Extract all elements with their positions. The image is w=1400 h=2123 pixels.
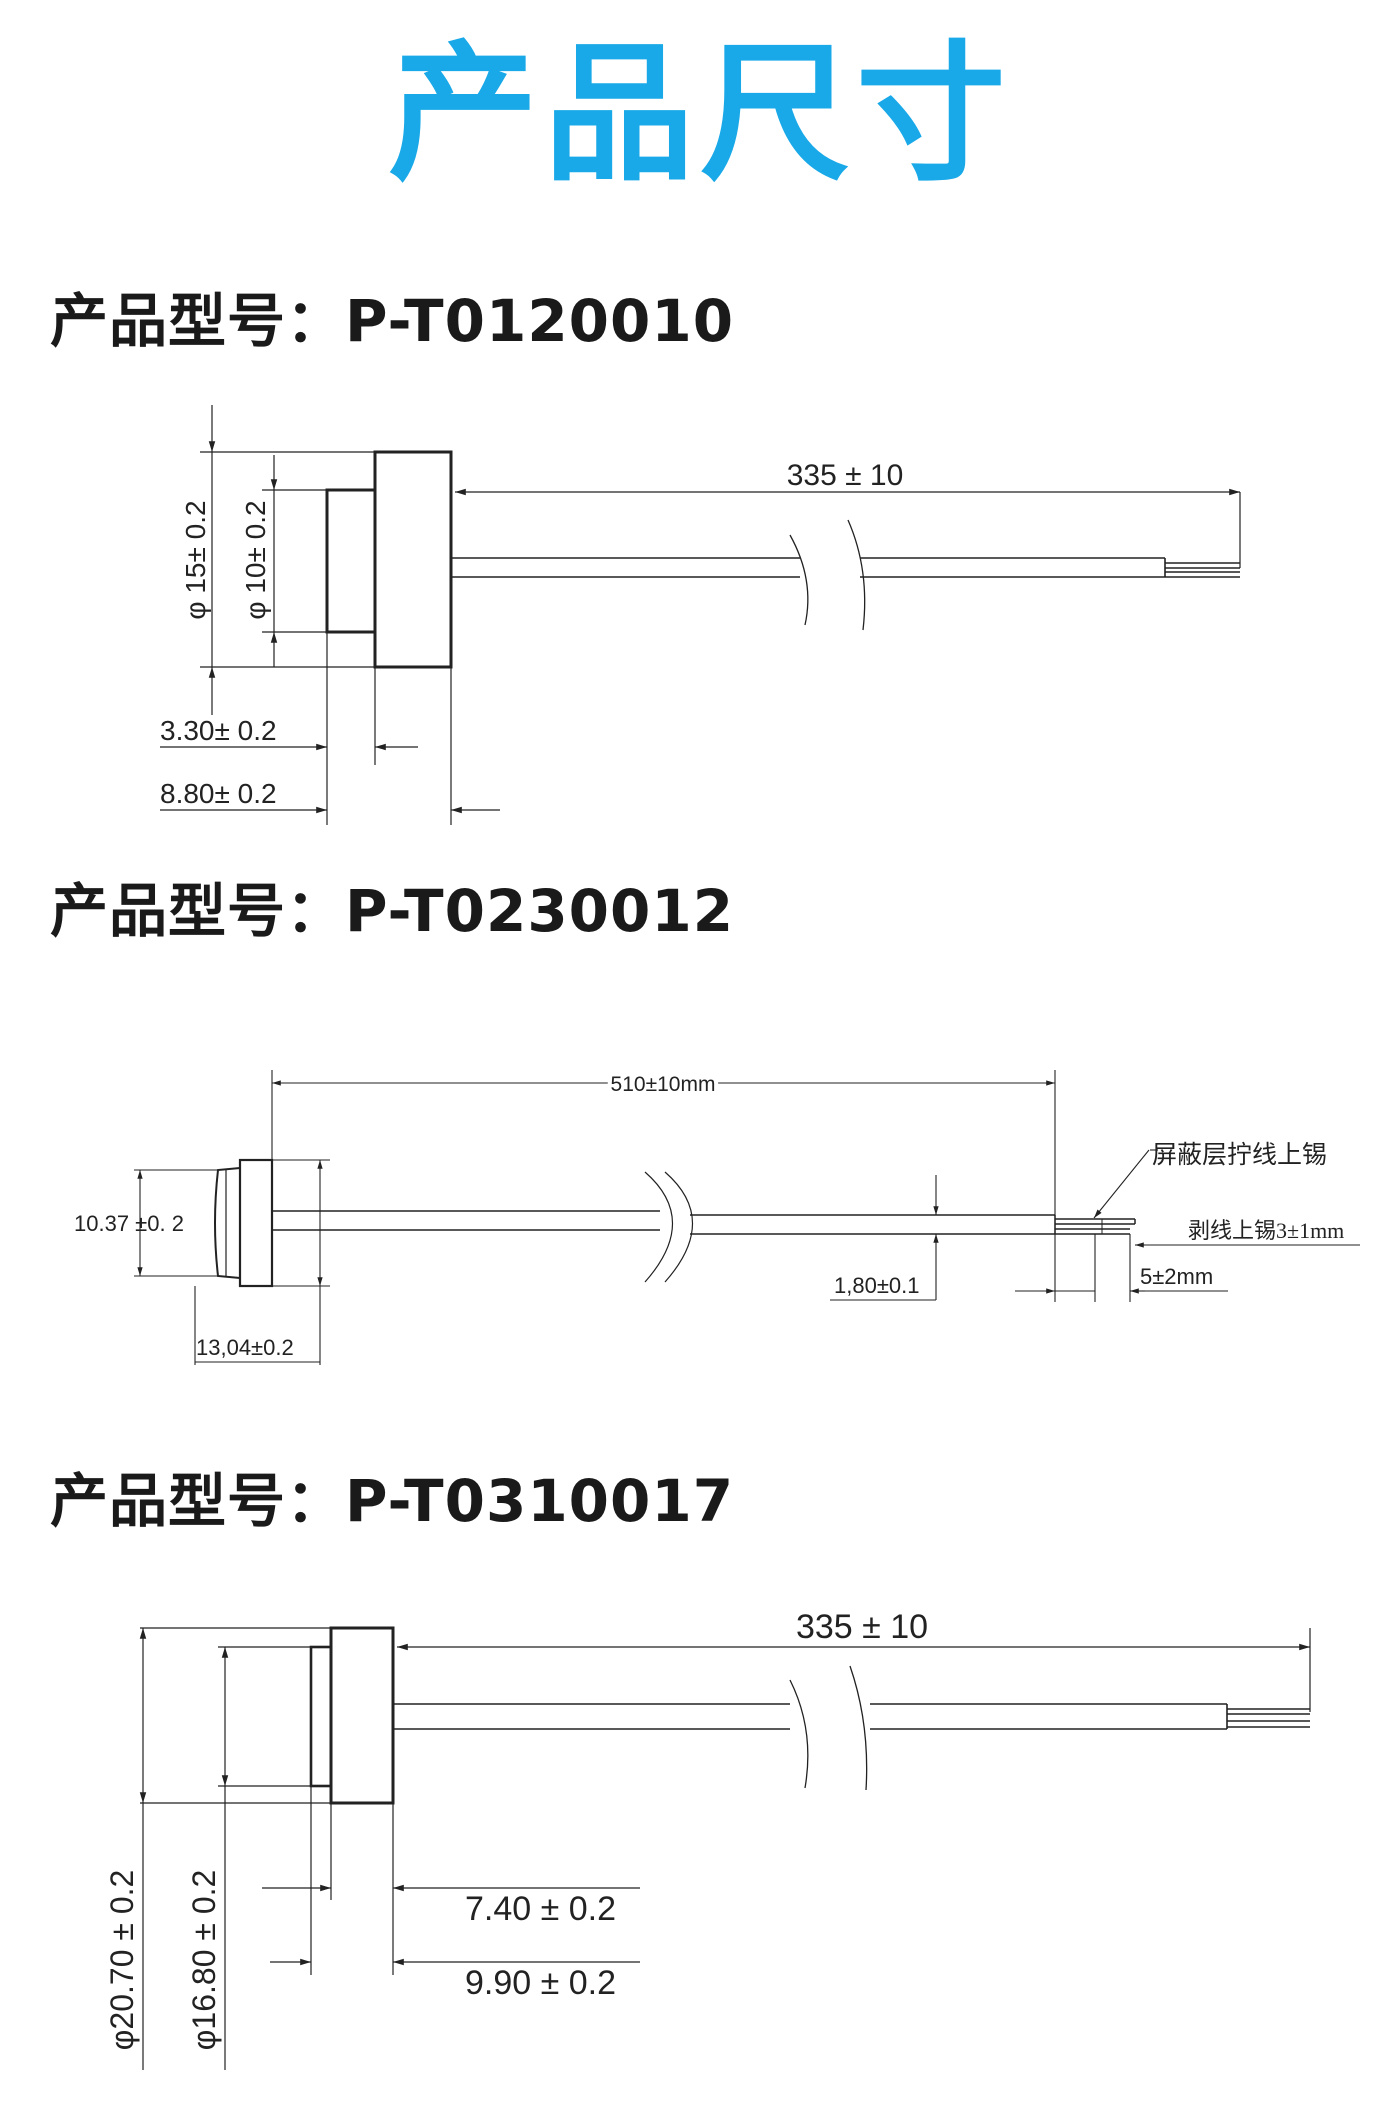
sensor-front: [325, 488, 377, 634]
dim-inner-diameter: φ 10± 0.2: [240, 500, 271, 619]
dim-total-depth: 9.90 ± 0.2: [465, 1964, 616, 2002]
page-title: 产品尺寸: [387, 28, 1012, 202]
sensor-body: [329, 1626, 395, 1805]
model-heading-3: 产品型号：P-T0310017: [50, 1467, 735, 1535]
sensor-body: [238, 1158, 274, 1288]
sensor-body: [373, 450, 453, 669]
sensor-front: [309, 1645, 333, 1788]
model-heading-2: 产品型号：P-T0230012: [50, 877, 735, 945]
dim-outer-diameter: φ 15± 0.2: [180, 500, 211, 619]
dim-inner-diameter: φ16.80 ± 0.2: [186, 1870, 222, 2051]
dim-cable-length: 335 ± 10: [796, 1608, 928, 1646]
dim-outer-diameter: φ20.70 ± 0.2: [104, 1870, 140, 2051]
dim-inner-diameter: 10.37 ±0. 2: [74, 1211, 184, 1236]
dim-cable-length: 510±10mm: [611, 1073, 716, 1096]
dim-strip-length: 5±2mm: [1140, 1264, 1213, 1289]
dim-cable-diameter: 1,80±0.1: [834, 1273, 919, 1298]
drawing-p-t0310017: 335 ± 10 φ20.70 ± 0.2 φ16.80 ± 0.2 7.40 …: [104, 1608, 1311, 2070]
dim-total-depth: 8.80± 0.2: [160, 778, 277, 809]
dim-cable-length: 335 ± 10: [787, 459, 904, 492]
shield-note: 屏蔽层拧线上锡: [1152, 1141, 1327, 1169]
dim-outer-diameter: 13,04±0.2: [196, 1335, 294, 1360]
drawing-p-t0120010: 335 ± 10 φ 15± 0.2 φ 10± 0.2 3.30± 0.2 8…: [160, 405, 1241, 825]
dim-front-depth: 7.40 ± 0.2: [465, 1890, 616, 1928]
strip-note: 剥线上锡3±1mm: [1188, 1218, 1344, 1243]
model-heading-1: 产品型号：P-T0120010: [50, 287, 735, 355]
drawing-p-t0230012: 510±10mm 10.37 ±0. 2 13,04±0.2 1,80±0.1 …: [74, 1069, 1360, 1365]
dim-front-depth: 3.30± 0.2: [160, 715, 277, 746]
